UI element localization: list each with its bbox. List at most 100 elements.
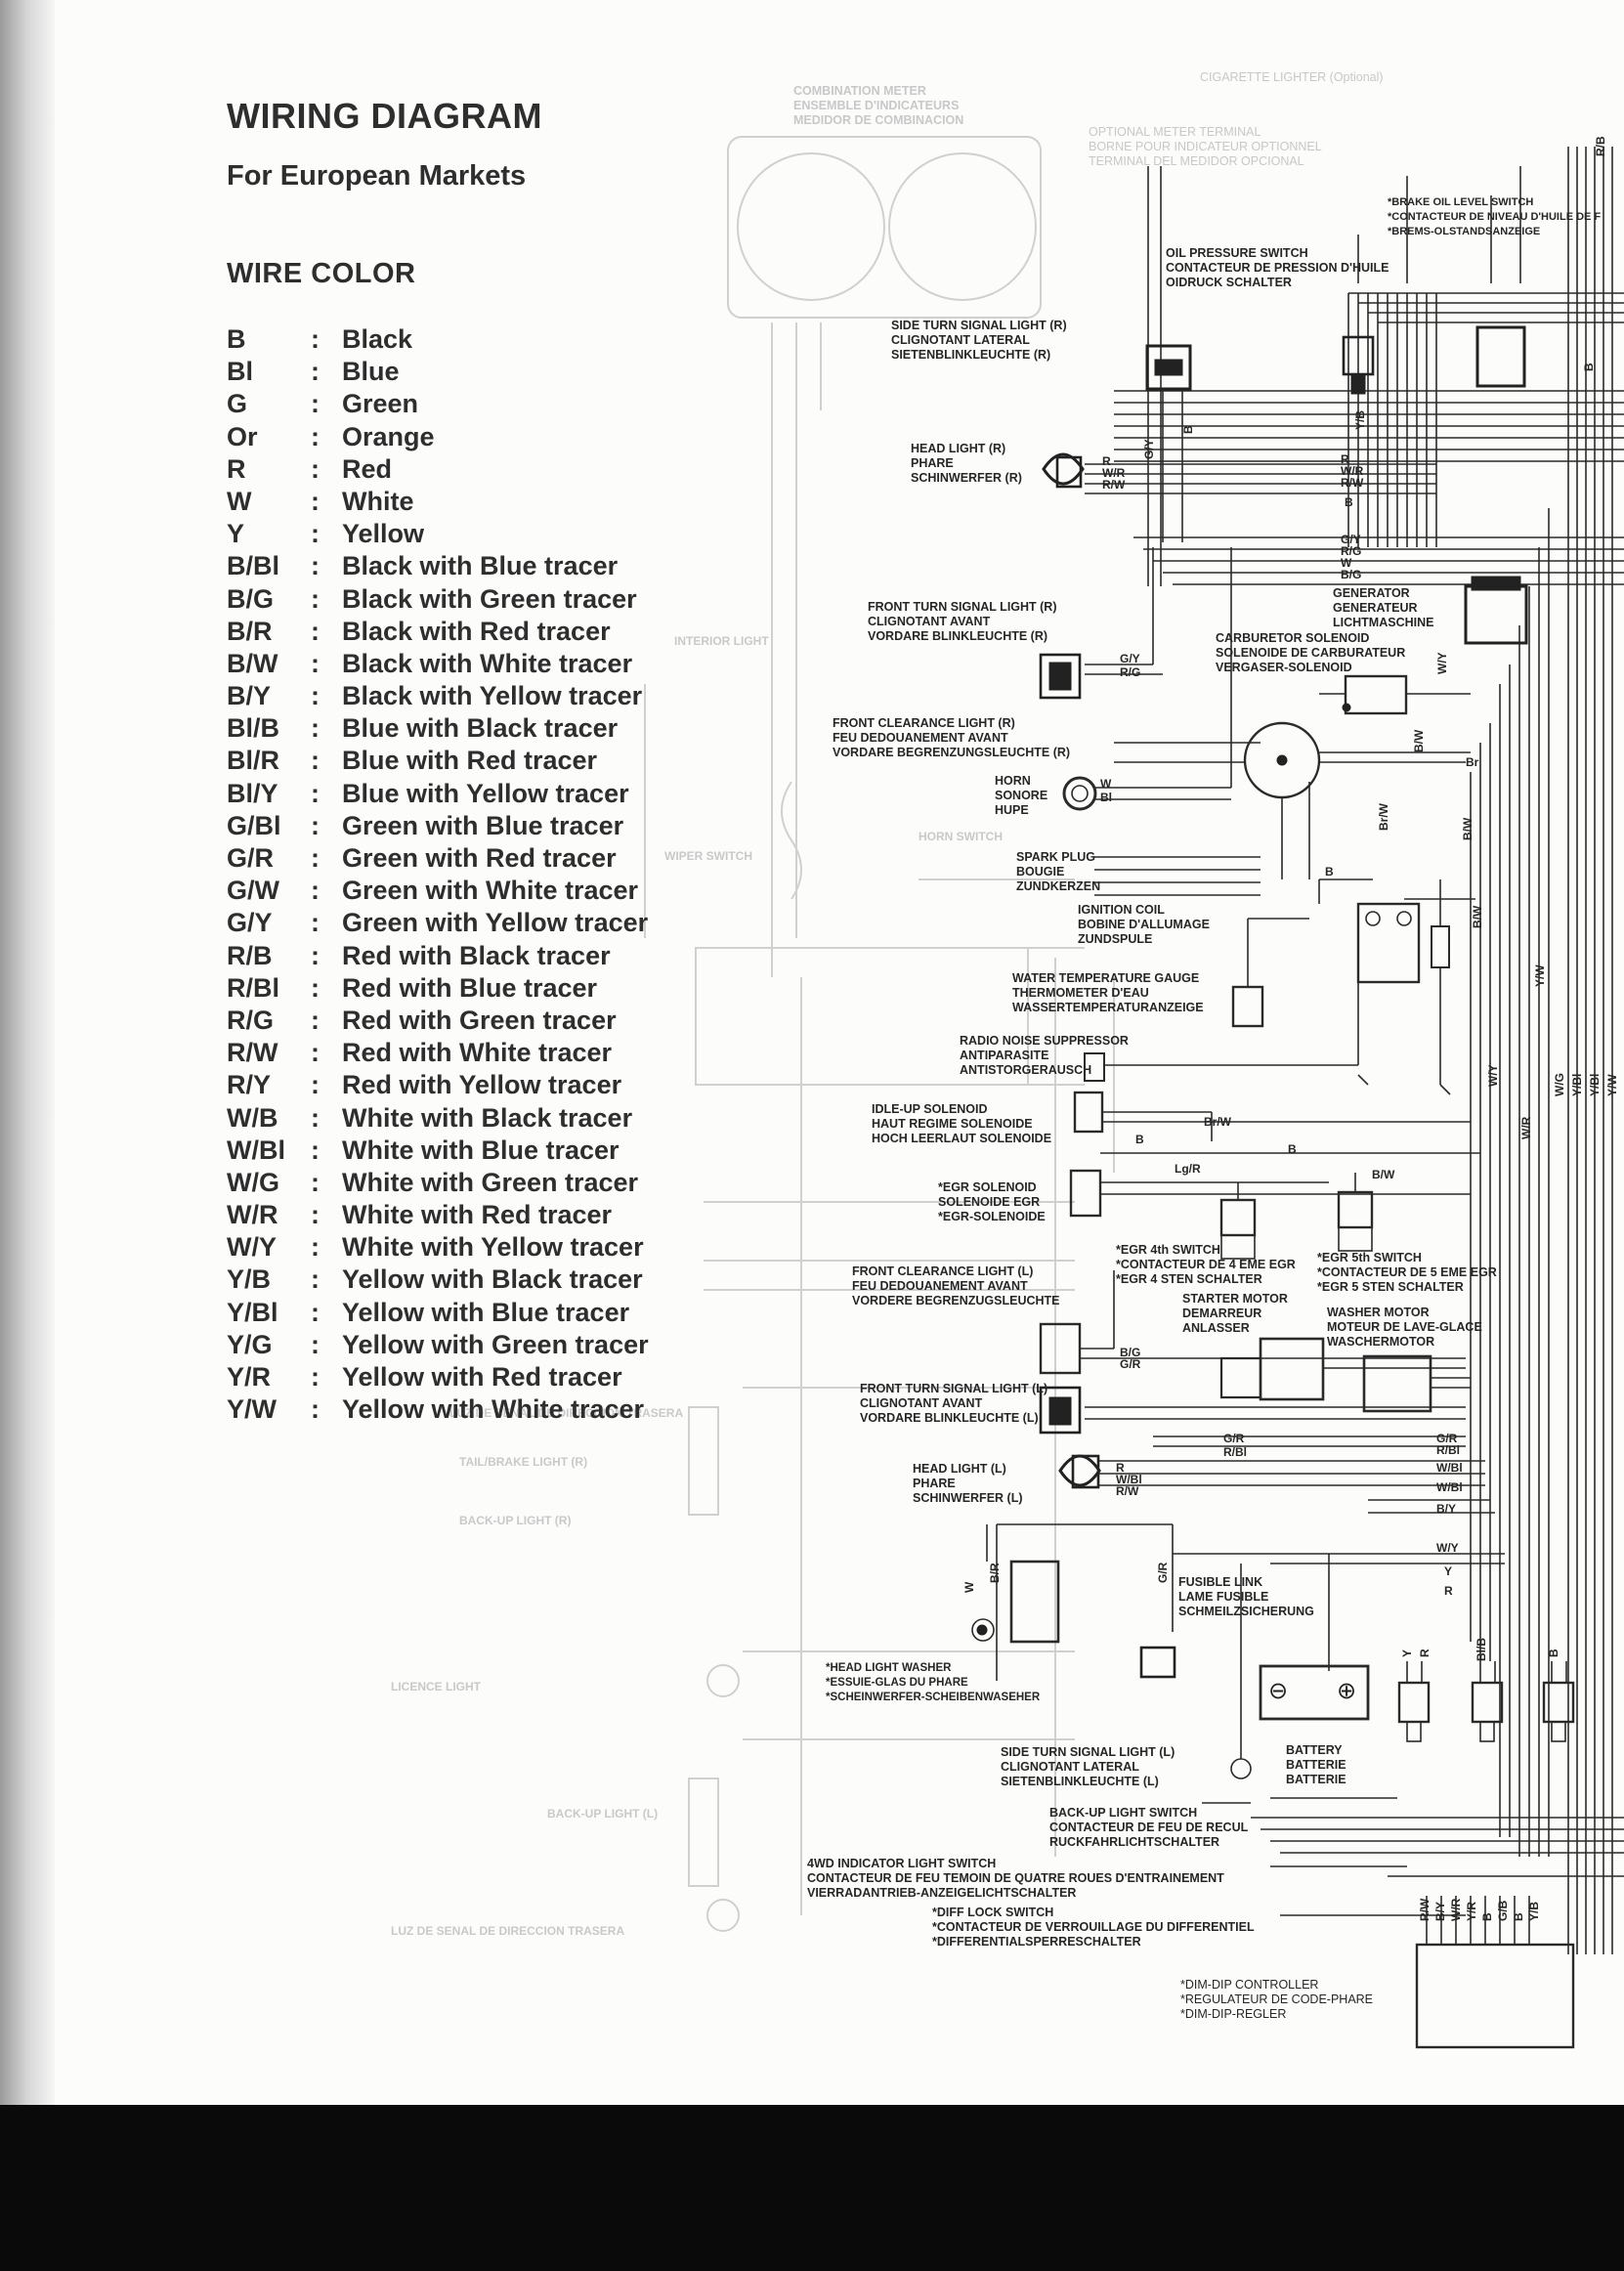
wire-label: W	[1341, 556, 1352, 570]
page-sheet	[0, 0, 1624, 2105]
legend-code: G	[227, 389, 248, 419]
ghost-text: INTERIOR LIGHT WIPER SWITCH HORN SWITCH …	[391, 634, 1003, 1938]
svg-text:LICENCE LIGHT: LICENCE LIGHT	[391, 1680, 482, 1693]
wire-label: R/W	[1418, 1898, 1432, 1921]
legend-separator: :	[311, 486, 320, 516]
wire-label: B/W	[1471, 905, 1484, 928]
wire-label: Y/B	[1353, 410, 1367, 430]
wire-label: W/R	[1341, 464, 1364, 478]
bleed-through-ghost	[644, 136, 1115, 1932]
legend-code: Bl/Y	[227, 778, 278, 808]
wire-label: R/W	[1102, 478, 1126, 492]
wire-label: B/W	[1412, 729, 1426, 752]
legend-separator: :	[311, 648, 320, 678]
legend-separator: :	[311, 778, 320, 808]
legend-description: Yellow with Red tracer	[342, 1362, 622, 1392]
legend-separator: :	[311, 843, 320, 873]
legend-description: White with Yellow tracer	[342, 1232, 644, 1263]
head-light-r-lamp	[1042, 452, 1085, 486]
legend-description: Green with Blue tracer	[342, 810, 624, 840]
legend-separator: :	[311, 908, 320, 938]
legend-separator: :	[311, 1038, 320, 1068]
svg-text:HORN SWITCH: HORN SWITCH	[919, 830, 1003, 843]
legend-code: Bl	[227, 357, 253, 387]
legend-code: Or	[227, 421, 258, 451]
legend-description: Red with Blue tracer	[342, 972, 598, 1003]
wire-label: Y/Bl	[1588, 1074, 1602, 1096]
legend-description: Green with Yellow tracer	[342, 908, 649, 938]
svg-text:BACK-UP LIGHT (L): BACK-UP LIGHT (L)	[547, 1807, 658, 1821]
legend-code: R/G	[227, 1005, 275, 1035]
wire-label: Y/W	[1605, 1074, 1619, 1096]
wire-label: R	[1444, 1584, 1453, 1598]
legend-code: Y/G	[227, 1329, 273, 1359]
legend-description: Black with Green tracer	[342, 583, 637, 614]
head-light-l-lamp	[1058, 1454, 1101, 1487]
wire-label: R/B	[1594, 136, 1607, 156]
wire-label: B/W	[1372, 1168, 1395, 1181]
legend-separator: :	[311, 453, 320, 484]
legend-description: Green with White tracer	[342, 876, 639, 906]
wire-label: G/B	[1496, 1900, 1510, 1921]
label-front-turn-signal-l: FRONT TURN SIGNAL LIGHT (L)CLIGNOTANT AV…	[860, 1382, 1048, 1425]
legend-code: Y	[227, 519, 245, 549]
legend-separator: :	[311, 1135, 320, 1165]
legend-description: Green with Red tracer	[342, 843, 617, 873]
wire-label: W/Y	[1436, 1541, 1459, 1555]
svg-text:BACK-UP LIGHT (R): BACK-UP LIGHT (R)	[459, 1514, 571, 1527]
legend-description: Red with Black tracer	[342, 940, 611, 970]
legend-separator: :	[311, 1329, 320, 1359]
label-dim-dip-controller: *DIM-DIP CONTROLLER*REGULATEUR DE CODE-P…	[1180, 1978, 1374, 2021]
svg-text:LUZ DE SENAL DE DIRECCION TRAS: LUZ DE SENAL DE DIRECCION TRASERA	[449, 1406, 683, 1420]
legend-separator: :	[311, 940, 320, 970]
wire-label: W/Y	[1435, 652, 1449, 674]
wiring-lines	[971, 147, 1624, 2049]
legend-code: G/Bl	[227, 810, 281, 840]
wire-label: R	[1418, 1649, 1432, 1657]
legend-separator: :	[311, 583, 320, 614]
wire-label: B	[1345, 495, 1353, 509]
wire-label: W	[1100, 777, 1112, 791]
wire-label: G/R	[1156, 1562, 1170, 1583]
legend-code: B/R	[227, 616, 273, 646]
label-front-turn-signal-r: FRONT TURN SIGNAL LIGHT (R)CLIGNOTANT AV…	[868, 600, 1057, 643]
legend-description: Red	[342, 453, 393, 484]
legend-separator: :	[311, 1167, 320, 1197]
wire-label: W/Bl	[1436, 1461, 1463, 1475]
wire-label: R	[1116, 1461, 1125, 1475]
legend-separator: :	[311, 616, 320, 646]
wire-label: W/R	[1449, 1898, 1463, 1921]
legend-separator: :	[311, 1070, 320, 1100]
legend-description: Black with Blue tracer	[342, 551, 619, 581]
component-shapes: ⊖ ⊕	[976, 325, 1528, 1704]
legend-description: Green	[342, 389, 419, 419]
legend-code: Bl/R	[227, 746, 279, 776]
wire-label: R/W	[1116, 1484, 1139, 1498]
wire-label: B/G	[1120, 1346, 1140, 1359]
brake-oil-level-switch-body	[1475, 325, 1526, 388]
legend-description: Black with Red tracer	[342, 616, 611, 646]
page-binding-shadow	[0, 0, 55, 2105]
legend-description: Yellow with Green tracer	[342, 1329, 649, 1359]
legend-description: Blue with Black tracer	[342, 713, 619, 744]
legend-code: R/B	[227, 940, 273, 970]
wire-label: R/Bl	[1436, 1443, 1460, 1457]
wire-label: G/Y	[1341, 533, 1361, 546]
page-title: WIRING DIAGRAM	[227, 96, 542, 136]
legend-separator: :	[311, 1362, 320, 1392]
svg-text:WIPER SWITCH: WIPER SWITCH	[664, 849, 752, 863]
legend-code: Bl/B	[227, 713, 279, 744]
label-head-light-washer: *HEAD LIGHT WASHER*ESSUIE-GLAS DU PHARE*…	[826, 1662, 1041, 1703]
legend-code: W/R	[227, 1200, 278, 1230]
legend-code: B/Y	[227, 681, 272, 711]
legend-separator: :	[311, 746, 320, 776]
